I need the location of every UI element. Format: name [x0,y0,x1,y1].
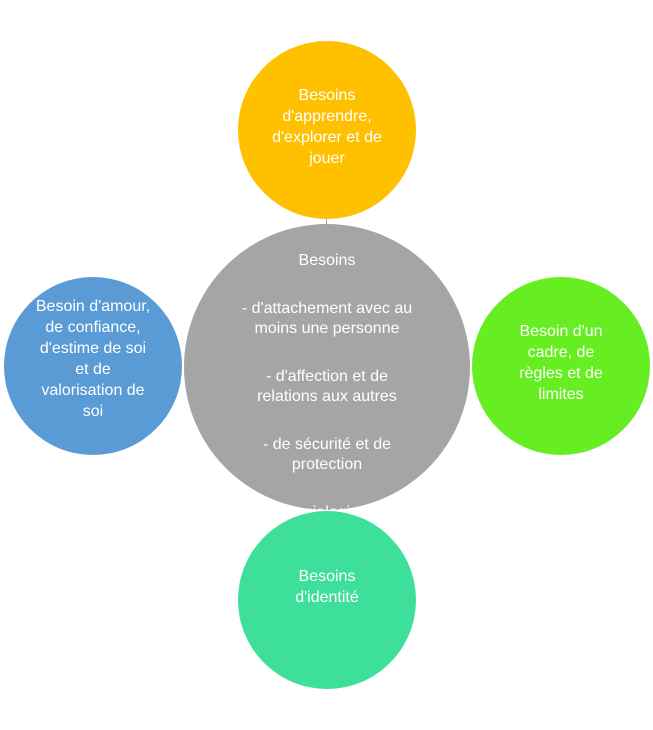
circle-framework-needs-label: Besoin d'un cadre, de règles et de limit… [519,323,603,403]
circle-core-needs: Besoins - d'attachement avec au moins un… [184,224,470,581]
circle-love-needs: Besoin d'amour, de confiance, d'estime d… [4,277,182,455]
circle-framework-needs: Besoin d'un cadre, de règles et de limit… [472,277,650,455]
core-needs-item-attachment: - d'attachement avec au moins une person… [241,300,413,337]
core-needs-title: Besoins [298,252,356,269]
circle-love-needs-label: Besoin d'amour, de confiance, d'estime d… [35,298,151,420]
circle-identity-needs-label: Besoins d'identité [295,568,359,606]
core-needs-item-security: - de sécurité et de protection [262,436,392,473]
circle-learning-needs-label: Besoins d'apprendre, d'explorer et de jo… [272,87,382,167]
circle-identity-needs: Besoins d'identité [238,511,416,689]
connector-line [326,219,327,227]
core-needs-item-affection: - d'affection et de relations aux autres [257,368,397,405]
circle-learning-needs: Besoins d'apprendre, d'explorer et de jo… [238,41,416,219]
